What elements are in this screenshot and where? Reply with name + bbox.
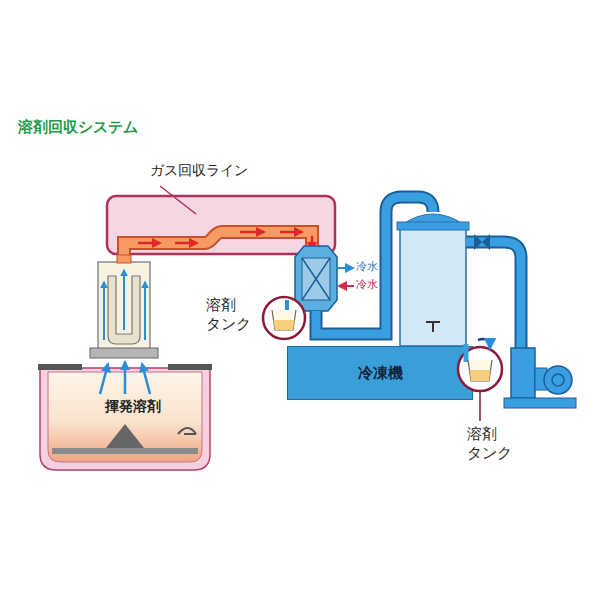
leader-line (479, 392, 481, 421)
water-out-arrow (338, 267, 353, 269)
pipe (466, 242, 521, 350)
condenser-cross (302, 258, 330, 300)
water-label: 冷水 (356, 260, 378, 274)
pump-base (504, 398, 576, 408)
condenser-core (302, 258, 330, 300)
tank-label: 溶剤 タンク (467, 425, 517, 463)
tower-gauge (426, 322, 440, 332)
node-label: 揮発溶剤 (38, 398, 228, 416)
refrigerator-box: 冷凍機 (287, 346, 473, 400)
drain-pipe (285, 300, 289, 312)
flow-arrow (478, 339, 490, 348)
pump-motor (552, 374, 564, 386)
vessel-part (142, 364, 150, 394)
line-label: ガス回収ライン (150, 162, 248, 180)
filter-flow-arrows (104, 270, 145, 340)
diagram-title: 溶剤回収システム (18, 118, 138, 137)
evaporation-vessel: 揮発溶剤 (38, 356, 228, 474)
tower-cap (397, 222, 469, 230)
leader-line (160, 186, 196, 214)
flange (90, 348, 158, 358)
gas-duct (124, 232, 312, 262)
tank-circle (263, 297, 305, 339)
condenser (295, 246, 337, 311)
solvent-liquid (274, 320, 295, 330)
vessel-part (168, 364, 212, 370)
water-in-arrow (339, 285, 354, 287)
vessel-part (124, 362, 127, 394)
water-label: 冷水 (356, 278, 378, 292)
vessel-part (178, 428, 196, 434)
vessel-outline (38, 356, 212, 474)
filter-housing (98, 262, 150, 350)
node-label: 冷凍機 (288, 364, 472, 383)
gas-duct-outline (124, 232, 312, 262)
vessel-part (52, 448, 198, 454)
filter-outlet (117, 255, 131, 263)
gas-flow-arrows (138, 232, 312, 250)
vessel-part (100, 364, 108, 394)
pump (511, 348, 535, 398)
vessel-part (106, 424, 144, 448)
drain-pipe (287, 302, 296, 310)
solvent-tank (272, 310, 296, 330)
tower (400, 224, 466, 346)
tank-label: 溶剤 タンク (206, 296, 256, 334)
valve (474, 234, 490, 250)
pipe-outline (466, 242, 521, 350)
vessel-part (38, 364, 82, 370)
pump-motor (544, 366, 572, 394)
